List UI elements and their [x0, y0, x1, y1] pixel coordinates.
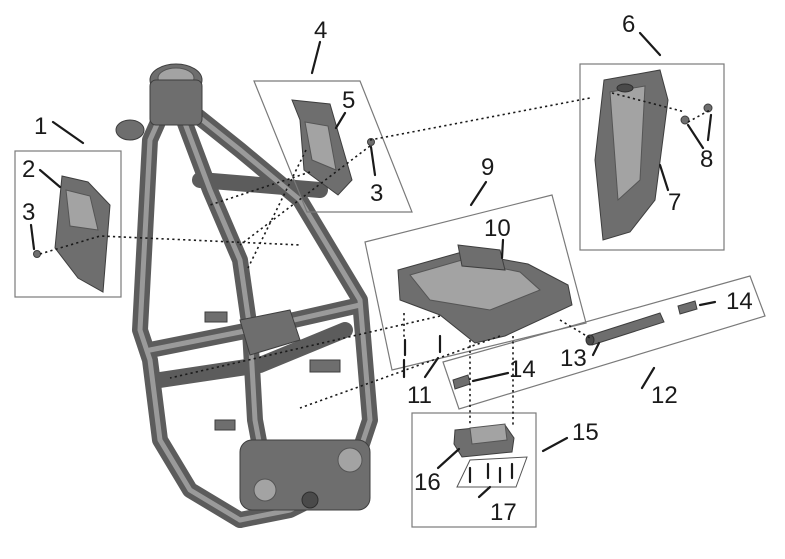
group-box-6	[579, 63, 725, 251]
callout-7: 7	[668, 189, 681, 216]
group-box-15	[411, 412, 537, 528]
part-tray-10	[397, 244, 573, 344]
callout-8: 8	[700, 146, 713, 173]
callout-4: 4	[314, 17, 327, 44]
callout-labels: 1 2 3 4 5 3 6 7 8 9 10 11 12 13 14 14 15…	[22, 11, 753, 526]
callout-5: 5	[342, 87, 355, 114]
group-box-12	[442, 275, 766, 410]
screw-3-left	[33, 250, 41, 258]
screw-8-a	[680, 115, 690, 125]
callout-17: 17	[490, 499, 517, 526]
callout-12: 12	[651, 382, 678, 409]
group-box-4	[253, 80, 413, 213]
callout-11: 11	[407, 382, 432, 409]
motorcycle-frame	[115, 63, 378, 528]
part-block-16	[453, 423, 515, 458]
bolt-14-right	[677, 300, 698, 315]
screw-3-right	[367, 138, 375, 146]
callout-13: 13	[560, 345, 587, 372]
callout-1: 1	[34, 113, 47, 140]
alignment-lines	[39, 92, 711, 425]
callout-3-right: 3	[370, 180, 383, 207]
part-screws-17	[456, 456, 528, 488]
leader-lines	[29, 31, 717, 499]
group-box-9	[364, 194, 587, 371]
callout-14-left: 14	[509, 356, 536, 383]
group-box-1	[14, 150, 122, 298]
part-cover-7	[594, 69, 669, 241]
callout-6: 6	[622, 11, 635, 38]
callout-14-right: 14	[726, 288, 753, 315]
part-plate-2	[54, 175, 111, 293]
callout-3-left: 3	[22, 199, 35, 226]
callout-2: 2	[22, 156, 35, 183]
screws-11	[403, 334, 442, 357]
callout-15: 15	[572, 419, 599, 446]
callout-10: 10	[484, 215, 511, 242]
callout-16: 16	[414, 469, 441, 496]
part-guard-5	[291, 99, 353, 196]
callout-9: 9	[481, 154, 494, 181]
